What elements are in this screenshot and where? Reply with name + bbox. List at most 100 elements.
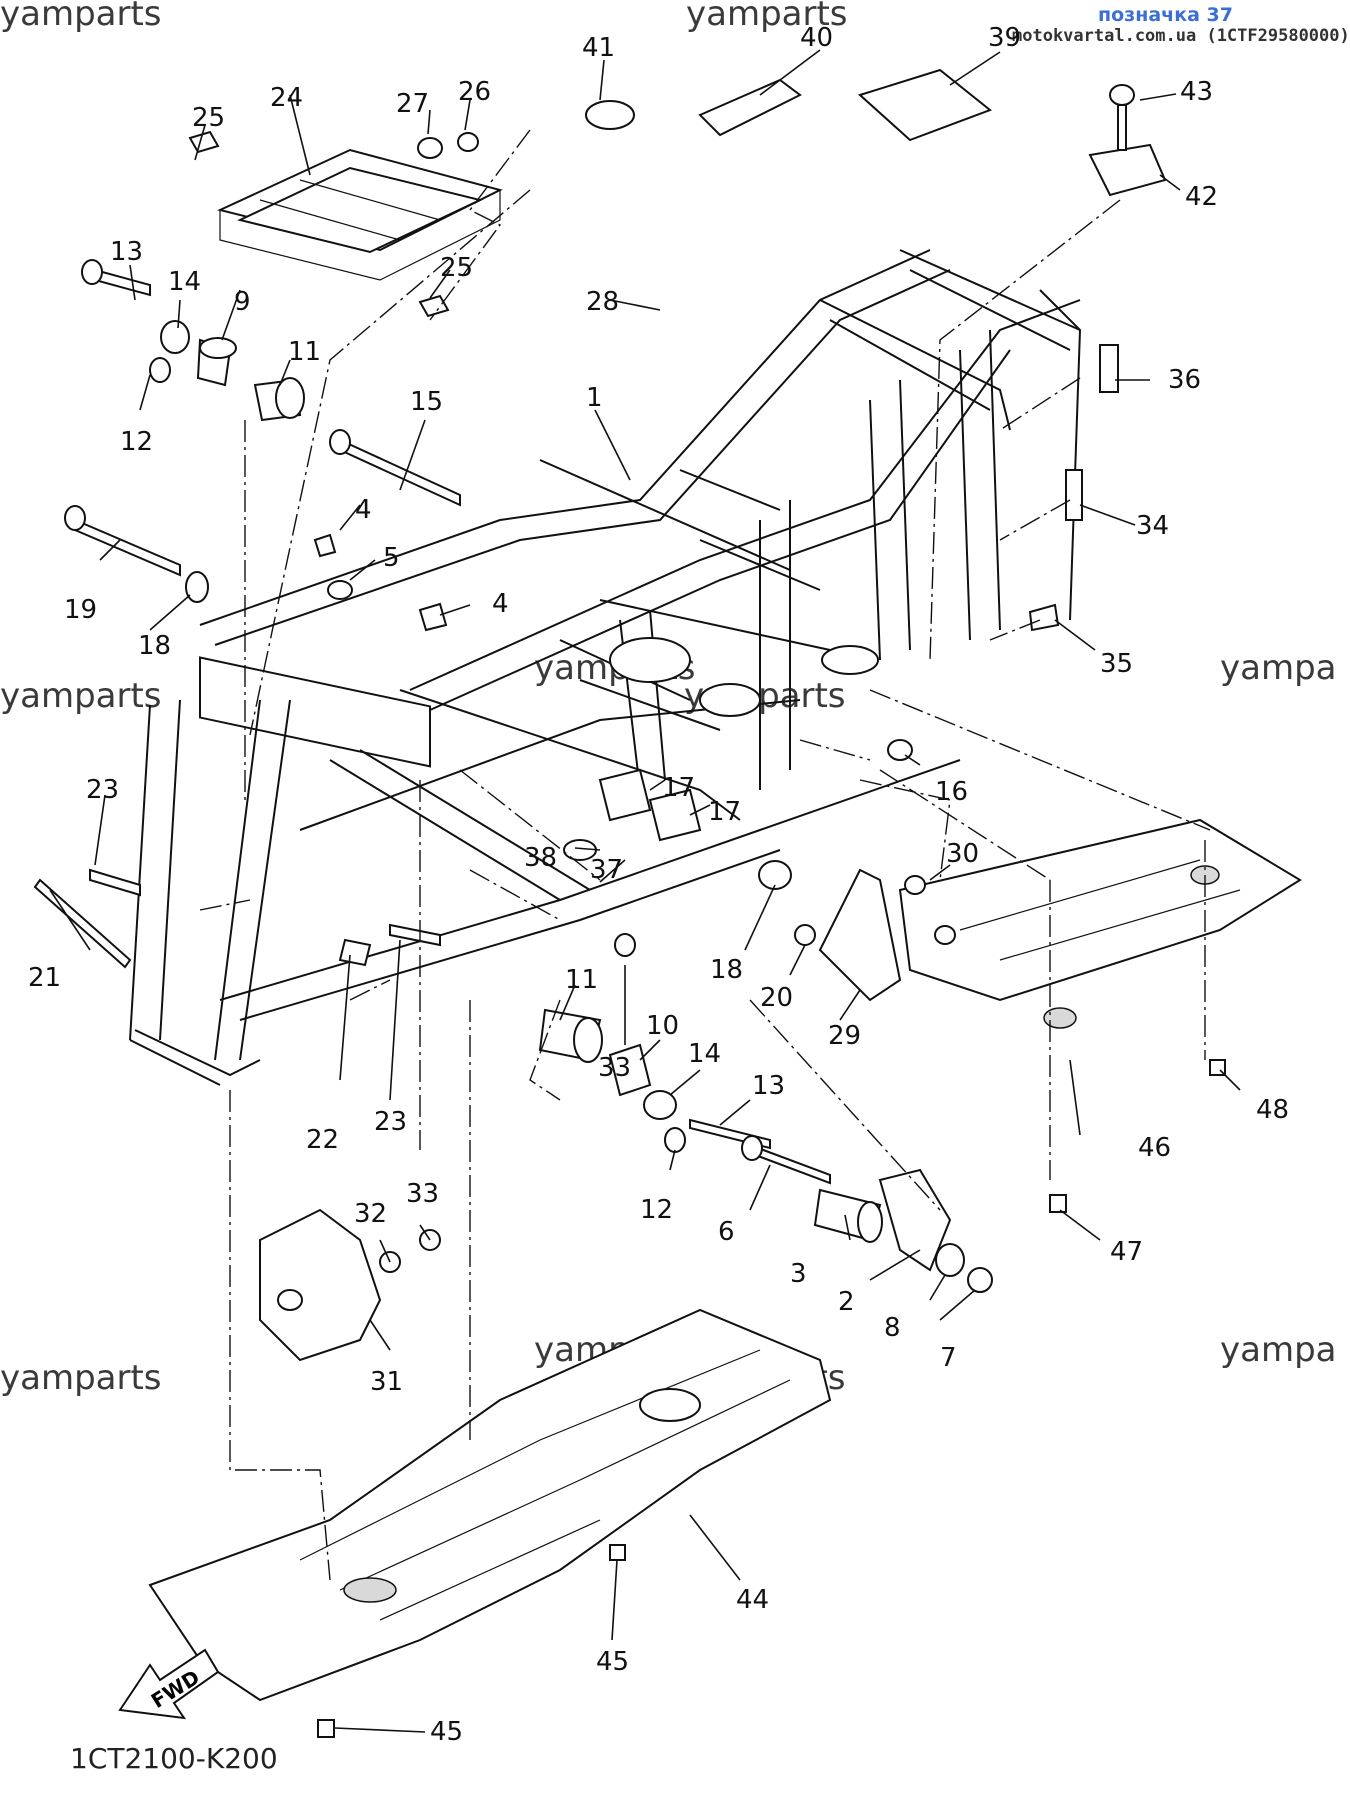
- bracket-10: [608, 1043, 652, 1097]
- callout-9: 9: [234, 287, 251, 317]
- bolt-47: [1049, 1194, 1067, 1213]
- callout-31: 31: [370, 1367, 403, 1397]
- callout-14: 14: [168, 267, 201, 297]
- nut-22: [338, 938, 372, 967]
- callout-27: 27: [396, 89, 429, 119]
- callout-47: 47: [1110, 1237, 1143, 1267]
- callout-7: 7: [940, 1343, 957, 1373]
- leader-lines: [199, 129, 1211, 1581]
- callout-19: 19: [64, 595, 97, 625]
- callout-45: 45: [596, 1647, 629, 1677]
- cover-31: [259, 1208, 441, 1362]
- fwd-arrow-icon: FWD: [118, 1648, 220, 1720]
- seat-bracket-part: [188, 130, 503, 318]
- hardware-right: [887, 344, 1302, 1213]
- watermark: yamparts: [0, 1358, 162, 1398]
- callout-lines: [49, 49, 1241, 1733]
- o-ring-41: [585, 100, 635, 130]
- callout-3: 3: [790, 1259, 807, 1289]
- callout-20: 20: [760, 983, 793, 1013]
- callout-30: 30: [946, 839, 979, 869]
- callout-35: 35: [1100, 649, 1133, 679]
- callout-11: 11: [288, 337, 321, 367]
- skid-plate-44: [148, 1308, 832, 1738]
- callout-40: 40: [800, 23, 833, 53]
- callout-38: 38: [524, 843, 557, 873]
- bolt-33: [614, 933, 636, 957]
- bolt-45: [609, 1544, 626, 1561]
- callout-34: 34: [1136, 511, 1169, 541]
- callout-44: 44: [736, 1585, 769, 1615]
- nut-20: [794, 924, 816, 946]
- callout-12: 12: [640, 1195, 673, 1225]
- bolt-12: [664, 1127, 686, 1153]
- watermark: yampa: [1220, 648, 1337, 688]
- callout-23: 23: [86, 775, 119, 805]
- callout-17: 17: [662, 773, 695, 803]
- callout-25: 25: [192, 103, 225, 133]
- callout-22: 22: [306, 1125, 339, 1155]
- bolt-23b: [89, 868, 141, 897]
- callout-25: 25: [440, 253, 473, 283]
- mount-42: [1088, 143, 1167, 197]
- callout-33: 33: [406, 1179, 439, 1209]
- callout-1: 1: [586, 383, 603, 413]
- callout-8: 8: [884, 1313, 901, 1343]
- callout-5: 5: [383, 543, 400, 573]
- label-36: [1099, 344, 1119, 393]
- callout-29: 29: [828, 1021, 861, 1051]
- callout-13: 13: [110, 237, 143, 267]
- hardware-top-left: [64, 259, 461, 632]
- bolt-21: [33, 878, 132, 969]
- callout-14: 14: [688, 1039, 721, 1069]
- callout-18: 18: [138, 631, 171, 661]
- callout-48: 48: [1256, 1095, 1289, 1125]
- collar-26: [457, 132, 479, 152]
- callout-26: 26: [458, 77, 491, 107]
- watermark: yamparts: [0, 676, 162, 716]
- callout-45: 45: [430, 1717, 463, 1747]
- callout-15: 15: [410, 387, 443, 417]
- watermark: yampa: [1220, 1330, 1337, 1370]
- callout-32: 32: [354, 1199, 387, 1229]
- callout-28: 28: [586, 287, 619, 317]
- nut-7: [967, 1267, 993, 1293]
- bushing-17a: [598, 768, 652, 822]
- bushing-17b: [648, 788, 702, 842]
- washer-14: [643, 1090, 677, 1120]
- callout-numbers: 41 40 39 43 42 26 27 24 25 25 13 14 9 11…: [28, 23, 1289, 1747]
- arm-2: [878, 1168, 952, 1272]
- clip-40: [698, 78, 802, 137]
- arm-parts: [33, 768, 993, 1293]
- callout-2: 2: [838, 1287, 855, 1317]
- header-title: позначка 37: [1098, 4, 1233, 26]
- callout-17: 17: [708, 797, 741, 827]
- watermark: yamparts: [686, 0, 848, 34]
- callout-39: 39: [988, 23, 1021, 53]
- frame-part: [129, 249, 1082, 1086]
- callout-43: 43: [1180, 77, 1213, 107]
- bolt-45b: [317, 1719, 335, 1738]
- callout-4: 4: [355, 495, 372, 525]
- callout-16: 16: [935, 777, 968, 807]
- grommet-35: [1028, 603, 1060, 632]
- bolt-23: [389, 923, 441, 947]
- bolt-30: [904, 875, 926, 895]
- bolt-27: [417, 137, 443, 159]
- callout-36: 36: [1168, 365, 1201, 395]
- washer-18: [758, 860, 792, 890]
- hardware-top-right: [417, 68, 1167, 197]
- callout-6: 6: [718, 1217, 735, 1247]
- diagram-code: 1CT2100-K200: [70, 1742, 278, 1775]
- watermark: yamparts: [0, 0, 162, 34]
- callout-12: 12: [120, 427, 153, 457]
- callout-46: 46: [1138, 1133, 1171, 1163]
- callout-37: 37: [590, 855, 623, 885]
- guard-46: [898, 818, 1302, 1002]
- callout-10: 10: [646, 1011, 679, 1041]
- header-subtitle: motokvartal.com.ua (1CTF29580000): [1012, 26, 1350, 46]
- callout-18: 18: [710, 955, 743, 985]
- callout-13: 13: [752, 1071, 785, 1101]
